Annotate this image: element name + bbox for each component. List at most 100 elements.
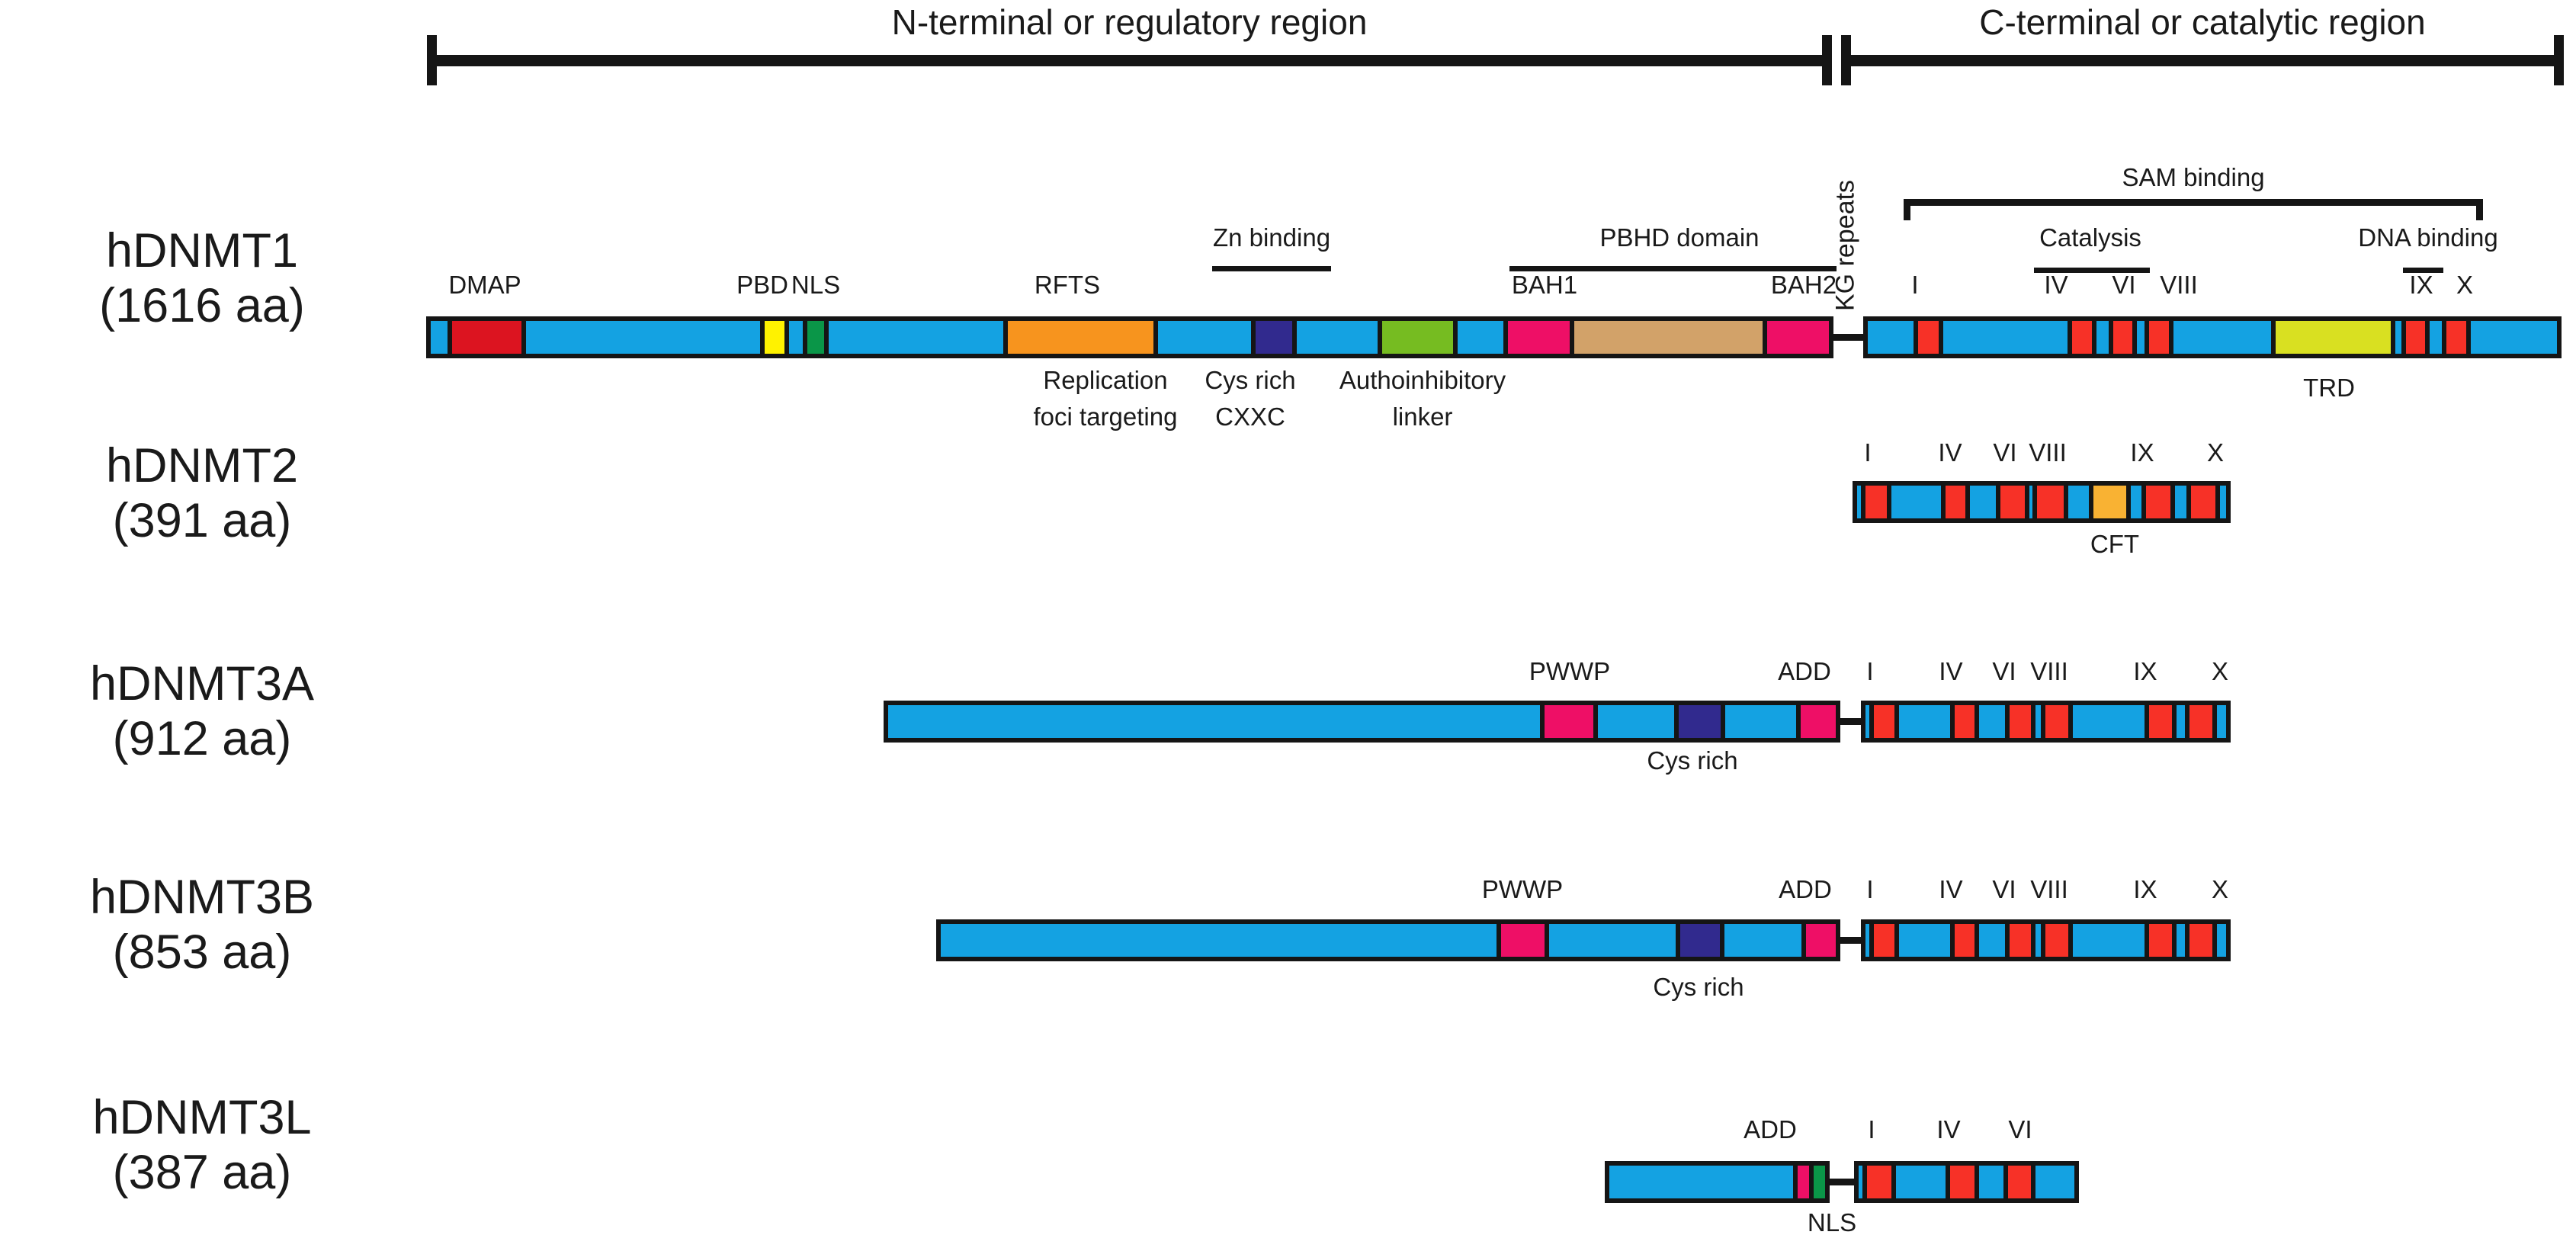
domain-segment-blue bbox=[1942, 321, 2068, 354]
domain-segment-red bbox=[2189, 705, 2212, 738]
protein-name-label-hDNMT1: hDNMT1(1616 aa) bbox=[0, 223, 404, 333]
domain-label: CXXC bbox=[1215, 403, 1285, 431]
domain-segment-yellow bbox=[765, 321, 785, 354]
domain-label: I bbox=[1911, 271, 1919, 299]
domain-segment-red bbox=[1950, 1166, 1975, 1198]
protein-bar-hDNMT1-2 bbox=[1863, 316, 2562, 358]
c-terminal-bracket-line bbox=[1841, 55, 2564, 66]
domain-segment-red bbox=[2045, 924, 2069, 957]
domain-segment-red bbox=[2008, 1166, 2031, 1198]
domain-segment-red bbox=[1865, 486, 1887, 518]
label-underline bbox=[1509, 266, 1837, 271]
domain-label: IX bbox=[2133, 875, 2157, 903]
domain-label: I bbox=[1866, 657, 1874, 685]
domain-segment-blue bbox=[1724, 924, 1802, 957]
domain-label: foci targeting bbox=[1033, 403, 1178, 431]
domain-segment-red bbox=[2009, 924, 2031, 957]
protein-name: hDNMT3L bbox=[92, 1091, 312, 1144]
protein-bar-hDNMT3A-1 bbox=[884, 701, 1840, 743]
domain-segment-pink bbox=[1797, 1166, 1810, 1198]
domain-segment-blue bbox=[2096, 321, 2109, 354]
domain-segment-blue bbox=[2220, 486, 2226, 518]
domain-segment-blue bbox=[2068, 486, 2089, 518]
domain-segment-red bbox=[2405, 321, 2426, 354]
domain-label: ADD bbox=[1778, 657, 1831, 685]
domain-segment-blue bbox=[1899, 705, 1951, 738]
domain-segment-navy bbox=[1679, 924, 1720, 957]
protein-length: (391 aa) bbox=[112, 494, 292, 547]
domain-label: VIII bbox=[2030, 657, 2068, 685]
domain-label: PWWP bbox=[1481, 875, 1564, 903]
domain-segment-red bbox=[1918, 321, 1939, 354]
domain-segment-blue bbox=[1895, 1166, 1946, 1198]
domain-label: BAH1 bbox=[1511, 271, 1578, 299]
protein-name: hDNMT3A bbox=[89, 657, 315, 711]
domain-segment-blue bbox=[1978, 705, 2005, 738]
domain-segment-red bbox=[1955, 705, 1975, 738]
domain-segment-blue bbox=[1899, 924, 1951, 957]
domain-label: DNA binding bbox=[2358, 223, 2498, 252]
domain-segment-red bbox=[1955, 924, 1975, 957]
domain-segment-red bbox=[2000, 486, 2025, 518]
domain-label: IV bbox=[1936, 1115, 1961, 1144]
domain-segment-red bbox=[2189, 924, 2212, 957]
domain-label: I bbox=[1866, 875, 1874, 903]
domain-label: IV bbox=[1938, 438, 1962, 467]
bar-connector bbox=[1837, 718, 1864, 725]
sam-binding-bracket-left-tick bbox=[1904, 199, 1910, 220]
n-terminal-bracket-left-tick bbox=[427, 35, 437, 85]
domain-segment-blue bbox=[2176, 705, 2186, 738]
protein-bar-hDNMT3B-1 bbox=[936, 919, 1840, 961]
n-terminal-bracket-line bbox=[427, 55, 1832, 66]
domain-label: IV bbox=[1939, 875, 1963, 903]
domain-segment-blue bbox=[2216, 705, 2226, 738]
domain-label: VI bbox=[1992, 657, 2016, 685]
domain-label: CFT bbox=[2090, 530, 2140, 558]
domain-segment-dmap bbox=[452, 321, 522, 354]
domain-segment-blue bbox=[1868, 321, 1914, 354]
domain-segment-blue bbox=[1865, 705, 1870, 738]
domain-segment-blue bbox=[1724, 705, 1796, 738]
domain-label: I bbox=[1864, 438, 1872, 467]
label-underline bbox=[1212, 266, 1331, 271]
sam-binding-bracket-right-tick bbox=[2476, 199, 2483, 220]
domain-label: DMAP bbox=[448, 271, 521, 299]
domain-segment-blue bbox=[828, 321, 1003, 354]
domain-label: VIII bbox=[2029, 438, 2067, 467]
protein-name: hDNMT3B bbox=[89, 871, 315, 924]
domain-segment-blue bbox=[1978, 924, 2005, 957]
protein-bar-hDNMT3L-2 bbox=[1854, 1161, 2079, 1203]
protein-name: hDNMT1 bbox=[105, 224, 299, 277]
domain-label: ADD bbox=[1744, 1115, 1797, 1144]
domain-segment-red bbox=[2112, 321, 2133, 354]
c-terminal-region-title: C-terminal or catalytic region bbox=[1979, 2, 2426, 42]
domain-label: IV bbox=[2044, 271, 2068, 299]
domain-segment-blue bbox=[2035, 924, 2042, 957]
domain-segment-blue bbox=[1891, 486, 1942, 518]
domain-segment-blue bbox=[431, 321, 448, 354]
domain-label: VI bbox=[2008, 1115, 2032, 1144]
domain-segment-blue bbox=[526, 321, 760, 354]
domain-label: ADD bbox=[1779, 875, 1832, 903]
domain-segment-blue bbox=[1548, 924, 1676, 957]
domain-label: VI bbox=[2112, 271, 2136, 299]
protein-length: (853 aa) bbox=[112, 925, 292, 979]
domain-segment-orange bbox=[1007, 321, 1153, 354]
domain-segment-blue bbox=[2029, 486, 2033, 518]
domain-label: BAH2 bbox=[1770, 271, 1837, 299]
domain-segment-pink bbox=[1500, 924, 1545, 957]
domain-label: X bbox=[2211, 875, 2228, 903]
domain-segment-cft bbox=[2093, 486, 2126, 518]
domain-segment-blue bbox=[2130, 486, 2141, 518]
domain-segment-blue bbox=[1859, 1166, 1863, 1198]
domain-segment-red bbox=[1867, 1166, 1891, 1198]
domain-segment-blue bbox=[2173, 321, 2271, 354]
domain-label: VI bbox=[1992, 875, 2016, 903]
domain-label: Zn binding bbox=[1212, 223, 1331, 252]
domain-segment-blue bbox=[1969, 486, 1997, 518]
domain-segment-blue bbox=[1979, 1166, 2004, 1198]
domain-label: VIII bbox=[2160, 271, 2198, 299]
domain-segment-red bbox=[2190, 486, 2216, 518]
domain-segment-red bbox=[2149, 924, 2172, 957]
domain-segment-blue bbox=[2395, 321, 2401, 354]
